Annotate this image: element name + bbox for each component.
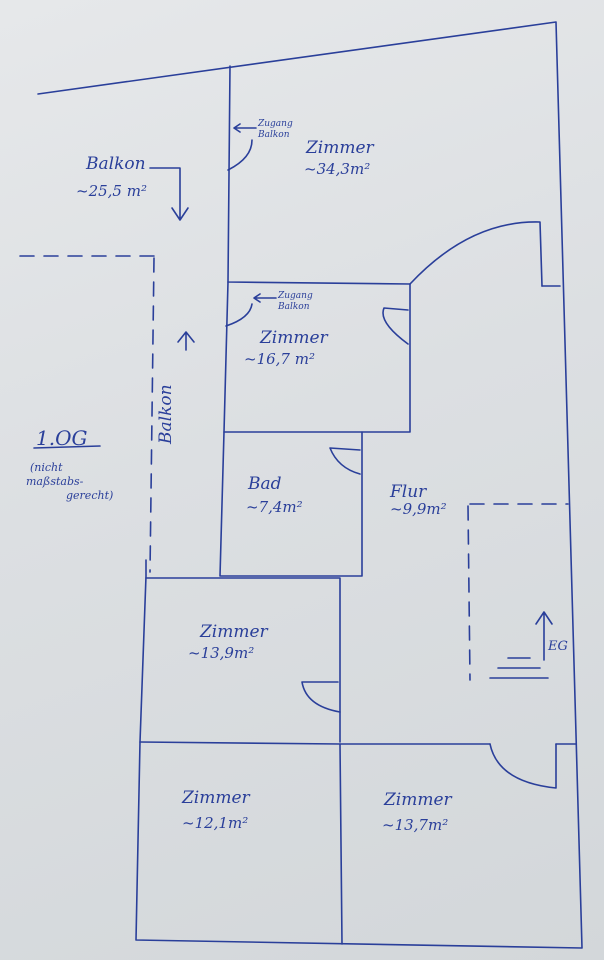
arrow-stairs-up: [535, 611, 553, 661]
wall-bad: [219, 431, 363, 577]
arrow-balkon-down: [149, 167, 189, 221]
access-label-2-line1: Zugang: [278, 291, 313, 301]
note-line-3: gerecht): [66, 489, 114, 502]
floor-label: 1.OG: [36, 426, 88, 450]
door-arc-top-right: [409, 221, 543, 287]
room-name-zimmer-13-9: Zimmer: [200, 622, 268, 642]
wall-between-lower-rooms: [339, 743, 343, 945]
door-arc-zimmer-16: [382, 307, 409, 345]
room-name-zimmer-12-1: Zimmer: [182, 788, 250, 808]
room-area-zimmer-12-1: ~12,1m²: [182, 814, 249, 832]
arrow-balkon-up: [177, 331, 195, 351]
room-name-balkon: Balkon: [86, 154, 146, 174]
room-area-flur: ~9,9m²: [390, 500, 447, 518]
door-arc-zugang-2: [225, 303, 253, 327]
door-arc-zugang-1: [227, 139, 253, 171]
dashed-balcony-line-v: [149, 257, 155, 573]
access-label-1-line2: Balkon: [258, 130, 290, 140]
underline-floor: [33, 445, 101, 449]
wall-divider-lower: [139, 741, 491, 745]
door-arc-lower-right: [489, 743, 557, 789]
room-name-zimmer-16: Zimmer: [260, 328, 328, 348]
stairs-label: EG: [548, 639, 568, 654]
access-label-2-line2: Balkon: [278, 302, 310, 312]
dashed-stair-line-v: [467, 505, 471, 681]
balcony-vertical-label: Balkon: [156, 384, 176, 444]
room-area-zimmer-34: ~34,3m²: [304, 160, 371, 178]
wall-zimmer-13-9: [145, 577, 341, 743]
arrow-zugang-2: [253, 293, 277, 303]
room-area-zimmer-13-9: ~13,9m²: [188, 644, 255, 662]
wall-zimmer-16: [223, 281, 411, 433]
room-area-balkon: ~25,5 m²: [76, 182, 147, 200]
note-line-1: (nicht: [30, 461, 63, 474]
room-name-zimmer-34: Zimmer: [306, 138, 374, 158]
access-label-1-line1: Zugang: [258, 119, 293, 129]
room-area-zimmer-16: ~16,7 m²: [244, 350, 315, 368]
room-area-bad: ~7,4m²: [246, 498, 303, 516]
room-name-flur: Flur: [390, 482, 427, 502]
note-line-2: maßstabs-: [26, 475, 84, 488]
stairs-lines: [489, 657, 549, 679]
room-name-bad: Bad: [248, 474, 282, 494]
door-arc-bad: [329, 447, 361, 475]
room-area-zimmer-13-7: ~13,7m²: [382, 816, 449, 834]
arrow-zugang-1: [233, 123, 257, 133]
door-arc-zimmer-13-9: [301, 681, 341, 713]
outer-wall: [37, 21, 583, 949]
room-name-zimmer-13-7: Zimmer: [384, 790, 452, 810]
